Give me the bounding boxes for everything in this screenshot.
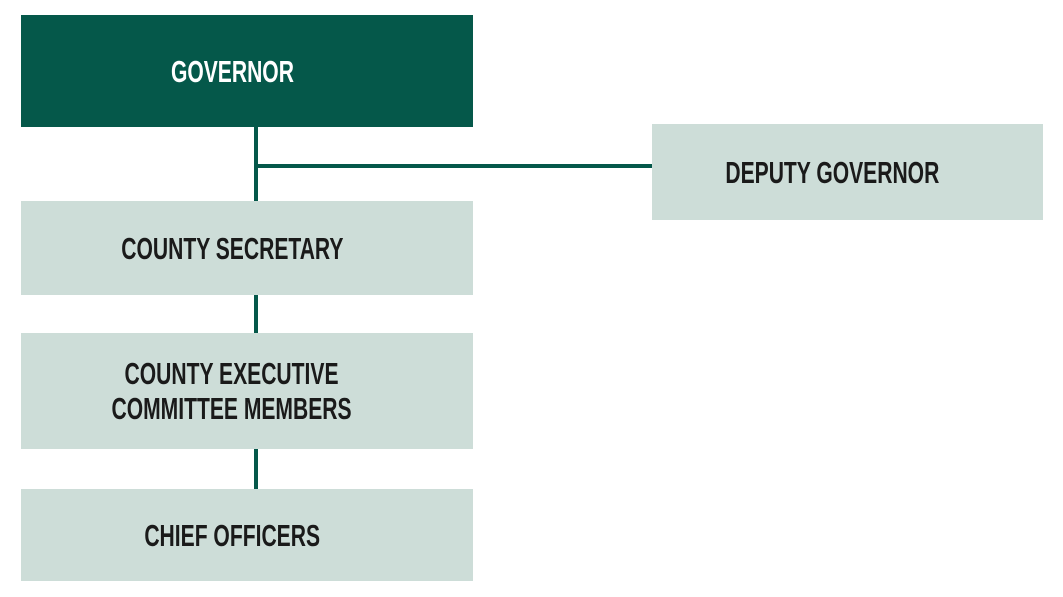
org-node-county-executive-label-line1: COUNTY EXECUTIVE <box>125 356 339 391</box>
org-node-county-secretary: COUNTY SECRETARY <box>21 201 473 295</box>
org-node-governor: GOVERNOR <box>21 15 473 127</box>
org-node-deputy-governor: DEPUTY GOVERNOR <box>652 124 1043 220</box>
org-node-county-secretary-label: COUNTY SECRETARY <box>120 230 344 266</box>
connector-governor-deputy-governor <box>256 164 652 168</box>
org-node-chief-officers-label: CHIEF OFFICERS <box>144 517 320 553</box>
org-node-governor-label: GOVERNOR <box>170 53 294 89</box>
connector-county-secretary-county-executive <box>254 295 258 333</box>
org-node-county-executive-label-line2: COMMITTEE MEMBERS <box>111 391 353 426</box>
connector-county-executive-chief-officers <box>254 449 258 489</box>
org-node-chief-officers: CHIEF OFFICERS <box>21 489 473 581</box>
org-node-deputy-governor-label: DEPUTY GOVERNOR <box>725 154 940 190</box>
org-node-county-executive-committee-members: COUNTY EXECUTIVE COMMITTEE MEMBERS <box>21 333 473 449</box>
org-node-county-executive-committee-members-label: COUNTY EXECUTIVE COMMITTEE MEMBERS <box>112 356 352 426</box>
